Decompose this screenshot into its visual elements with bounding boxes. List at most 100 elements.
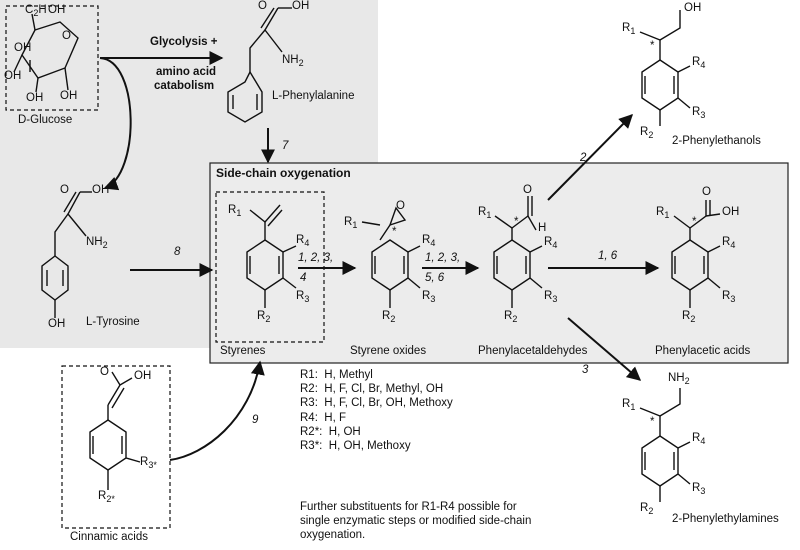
ald-o: O [523, 184, 532, 196]
legend-row-r2: R2: H, F, Cl, Br, Methyl, OH [300, 383, 444, 396]
substituent-legend: R1: H, Methyl R2: H, F, Cl, Br, Methyl, … [300, 368, 453, 453]
ethanol-r1: R1 [622, 22, 636, 36]
ald-star: * [514, 216, 519, 228]
tyr-nh2: NH2 [86, 236, 108, 250]
step-1234-b: 4 [300, 272, 307, 284]
step-8: 8 [174, 246, 181, 258]
tyrosine-structure [41, 191, 92, 318]
step-123456-a: 1, 2, 3, [425, 252, 461, 264]
arrow-glucose-to-tyrosine [99, 57, 132, 191]
acid-star: * [692, 216, 697, 228]
side-chain-box [209, 162, 789, 364]
footnote-line1: Further substituents for R1-R4 possible … [300, 501, 517, 513]
amine-nh2: NH2 [668, 372, 690, 386]
footnote: Further substituents for R1-R4 possible … [300, 500, 531, 543]
legend-row-r3: R3: H, F, Cl, Br, OH, Methoxy [300, 397, 453, 410]
glucose-label: D-Glucose [18, 114, 73, 126]
cinn-o: O [100, 366, 109, 378]
legend-row-r1: R1: H, Methyl [300, 369, 373, 381]
acid-r1: R1 [656, 206, 670, 220]
ethanol-r2: R2 [640, 126, 654, 140]
phenylethanols-label: 2-Phenylethanols [672, 135, 761, 147]
step-7: 7 [282, 140, 289, 152]
tyr-oh: OH [92, 184, 110, 196]
box-title: Side-chain oxygenation [216, 166, 351, 180]
phenylacetic-acid-structure [671, 200, 721, 308]
step-9: 9 [252, 414, 259, 426]
amine-r4: R4 [692, 432, 706, 446]
process-label-line3: catabolism [154, 80, 215, 92]
styrene-oxide-structure [361, 206, 421, 308]
phenylethanol-structure [639, 10, 691, 126]
phenylacetaldehyde-structure [493, 196, 543, 308]
glucose-oh-top: OH [48, 4, 66, 16]
styrene-oxides-label: Styrene oxides [350, 345, 427, 357]
cinn-oh: OH [134, 370, 152, 382]
step-1234-a: 1, 2, 3, [298, 252, 334, 264]
phenylacetic-acids-label: Phenylacetic acids [655, 345, 751, 357]
ald-r2: R2 [504, 310, 518, 324]
cinnamic-label: Cinnamic acids [70, 531, 148, 543]
glucose-dashed-box [5, 5, 99, 111]
arrow-aldehydes-to-amines [567, 317, 642, 381]
acid-o: O [702, 186, 711, 198]
oxide-r1: R1 [344, 216, 358, 230]
arrow-cinnamic-to-styrenes [169, 360, 265, 461]
step-3: 3 [582, 364, 589, 376]
phe-o: O [258, 0, 267, 12]
tyr-o: O [60, 184, 69, 196]
arrow-aldehydes-to-ethanols [547, 114, 633, 201]
acid-r4: R4 [722, 236, 736, 250]
phenylethylamines-label: 2-Phenylethylamines [672, 513, 779, 525]
ald-h: H [538, 222, 547, 234]
tyrosine-label: L-Tyrosine [86, 316, 140, 328]
glucose-oh-bottom: OH [26, 92, 44, 104]
oxide-r4: R4 [422, 234, 436, 248]
step-1-6: 1, 6 [598, 250, 618, 262]
ald-r1: R1 [478, 206, 492, 220]
oxide-star: * [392, 226, 397, 238]
amine-r2: R2 [640, 502, 654, 516]
sty-r4: R4 [296, 234, 310, 248]
legend-row-r2star: R2*: H, OH [300, 425, 361, 438]
phenylacetaldehydes-label: Phenylacetaldehydes [478, 345, 588, 357]
step-2: 2 [580, 152, 587, 164]
glucose-ring-o: O [62, 30, 71, 42]
ethanol-oh: OH [684, 2, 702, 14]
ald-r4: R4 [544, 236, 558, 250]
sty-r2: R2 [257, 310, 271, 324]
acid-oh: OH [722, 206, 740, 218]
cinn-r2star: R2* [98, 490, 115, 504]
amine-r3: R3 [692, 482, 706, 496]
sty-r3: R3 [296, 290, 310, 304]
cinnamic-acid-structure [89, 371, 141, 490]
glucose-oh-mid: OH [14, 42, 32, 54]
ethanol-r4: R4 [692, 56, 706, 70]
glucose-structure [13, 13, 79, 93]
oxide-r3: R3 [422, 290, 436, 304]
step-123456-b: 5, 6 [425, 272, 445, 284]
glucose-c: C2H [25, 4, 47, 18]
legend-row-r4: R4: H, F [300, 411, 347, 424]
process-label-line2: amino acid [156, 66, 217, 78]
acid-r3: R3 [722, 290, 736, 304]
styrene-structure [246, 204, 297, 308]
phenylalanine-structure [227, 7, 292, 123]
ethanol-r3: R3 [692, 106, 706, 120]
styrenes-label: Styrenes [220, 345, 266, 357]
legend-row-r3star: R3*: H, OH, Methoxy [300, 440, 411, 453]
cinnamic-dashed-box [61, 365, 171, 529]
footnote-line3: oxygenation. [300, 529, 366, 542]
footnote-line2: single enzymatic steps or modified side-… [300, 515, 532, 528]
sty-r1: R1 [228, 204, 242, 218]
phe-nh2: NH2 [282, 54, 304, 68]
phenylalanine-label: L-Phenylalanine [272, 90, 355, 102]
oxide-o: O [396, 200, 405, 212]
tyr-ring-oh: OH [48, 318, 66, 330]
cinn-r3star: R3* [140, 456, 157, 470]
amine-r1: R1 [622, 398, 636, 412]
oxide-r2: R2 [382, 310, 396, 324]
process-label-line1: Glycolysis + [150, 36, 218, 48]
